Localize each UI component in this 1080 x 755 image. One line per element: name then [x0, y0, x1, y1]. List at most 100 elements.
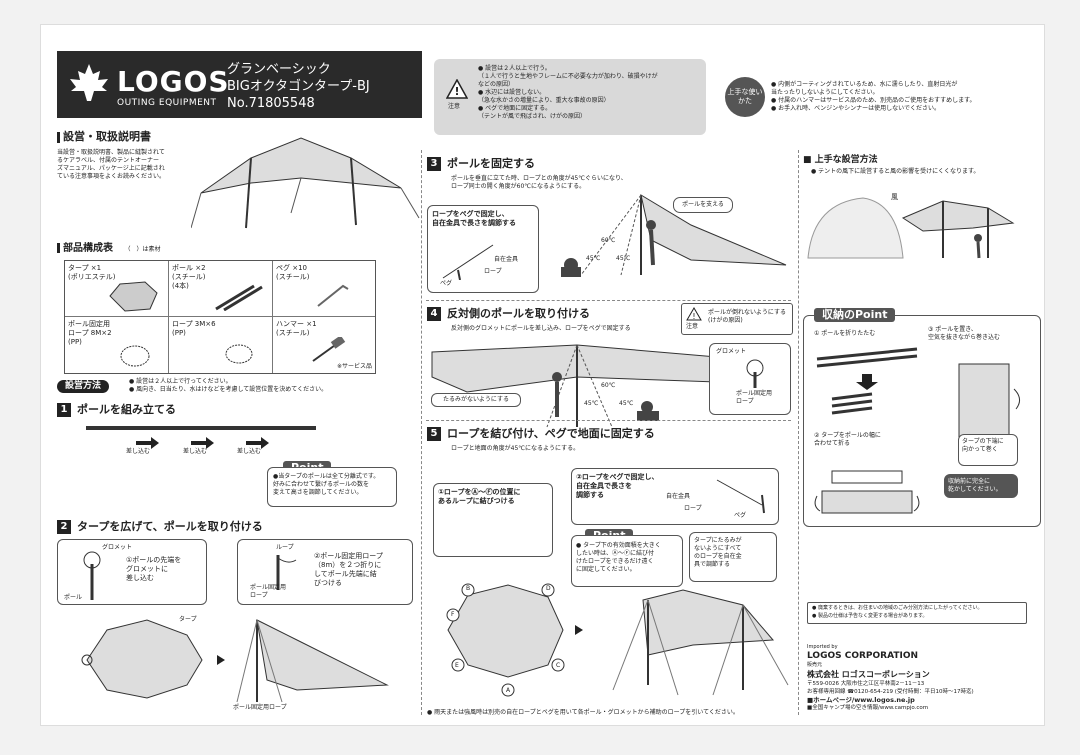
website-link[interactable]: ■ホームページ/www.logos.ne.jp — [807, 696, 915, 704]
setup-note: ● 設営は２人以上で行ってください。 — [129, 378, 232, 385]
imported-label: Imported by — [807, 644, 838, 650]
caution-line: ● 水辺には設営しない。 — [478, 89, 546, 96]
step1-point-box: ●当タープのポールは全て分離式です。 好みに合わせて繋げるポールの数を 変えて高… — [267, 467, 397, 507]
part-material: (PP) — [68, 338, 82, 346]
setup-notes: ● 設営は２人以上で行ってください。 ● 風向き、日当たり、水はけなどを考慮して… — [129, 378, 409, 394]
parts-table: タープ ×1 (ポリエステル) ポール ×2 (スチール) (4本) ペグ ×1… — [64, 260, 376, 374]
slack-label: たるみがないようにする — [431, 393, 521, 407]
corp-name-jp: 株式会社 ロゴスコーポレーション — [807, 670, 930, 679]
hammer-part-icon — [312, 337, 346, 362]
part-material: (スチール) — [276, 273, 310, 281]
rope-part-icon — [120, 345, 150, 367]
grommet-label: グロメット — [716, 348, 747, 355]
warn-text: ポールが倒れないようにする (けがの原因) — [708, 309, 786, 324]
storage-note: タープの下端に 向かって巻く — [958, 434, 1018, 466]
anchor-letter: D — [546, 585, 551, 592]
rope-label: ロープ — [484, 268, 502, 275]
intro-line: ズマニュアル、パッケージ上に記載され — [57, 165, 165, 172]
caution-label: 注意 — [448, 103, 461, 110]
step5-point-box: ● タープ下の有効面積を大きく したい時は、Ⓐ～Ⓕに結び付 けたロープをできるだ… — [571, 535, 683, 587]
part-cell: ポール固定用 ロープ 8M×2 (PP) — [65, 317, 169, 373]
desc-line: ポールを垂直に立てた時、ロープとの角度が45℃ぐらいになり、 — [451, 175, 627, 182]
pole-rope-label: ポール固定用 ロープ — [250, 584, 287, 599]
angle-label: 60℃ — [601, 382, 616, 389]
part-material: (ポリエステル) — [68, 273, 116, 281]
pole-rope-icon — [276, 555, 297, 590]
angle-label: 45℃ — [586, 255, 601, 262]
intro-line: るケアラベル、付属のテントオーナー — [57, 157, 160, 164]
step2-box1-text: ①ポールの先端を グロメットに 差し込む — [126, 556, 182, 582]
usage-tips: ● 内側がコーティングされているため、水に濡らしたり、直射日光が 当たったりしな… — [771, 81, 1036, 113]
step5-callout1-text: ①ロープをⒶ～Ⓕの位置に あるループに結びつける — [438, 488, 521, 505]
desc-line: ロープ同士の開く角度が60℃になるようにする。 — [451, 183, 586, 190]
parts-note: （ ）は素材 — [124, 246, 161, 253]
caution-text: ● 設営は２人以上で行う。 （１人で行うと生地やフレームに不必要な力が加わり、破… — [478, 65, 703, 121]
warning-triangle-icon: ! — [446, 79, 468, 99]
product-name: グランベーシック BIGオクタゴンタープ-BJ No.71805548 — [227, 61, 370, 112]
storage-box: 収納のPoint ① ポールを折りたたむ ③ ポールを置き、 空気を抜きながら巻… — [803, 308, 1041, 527]
caution-line: ● 設営は２人以上で行う。 — [478, 65, 551, 72]
tips-bubble: 上手な使いかた — [725, 77, 765, 117]
peg-rope-icon — [442, 244, 494, 280]
insert-label: 差し込む — [126, 448, 151, 455]
step3-number: 3 — [427, 157, 441, 171]
parts-title-text: 部品構成表 — [63, 243, 113, 254]
anchor-letter: C — [556, 662, 561, 669]
step5-callout1: ①ロープをⒶ～Ⓕの位置に あるループに結びつける — [433, 483, 553, 557]
part-cell: ポール ×2 (スチール) (4本) — [169, 261, 273, 317]
step4-number: 4 — [427, 307, 441, 321]
grommet-label: グロメット — [102, 544, 133, 551]
step4-illustration — [431, 344, 717, 428]
step5-callout2-text: ②ロープをペグで固定し、 自在金具で長さを 調節する — [576, 473, 659, 499]
tip-line: 当たったりしないようにしてください。 — [771, 89, 879, 96]
tip-line: ● 内側がコーティングされているため、水に濡らしたり、直射日光が — [771, 81, 958, 88]
campjo-link[interactable]: ■全国キャンプ場の空き情報/www.campjo.com — [807, 705, 929, 711]
wind-setup-illustration — [807, 197, 1015, 259]
jizai-label: 自在金具 — [494, 256, 519, 263]
step3-desc: ポールを垂直に立てた時、ロープとの角度が45℃ぐらいになり、 ロープ同士の開く角… — [451, 175, 771, 191]
part-cell: ペグ ×10 (スチール) — [273, 261, 375, 317]
angle-label: 45℃ — [616, 255, 631, 262]
service-note: ※サービス品 — [336, 363, 372, 370]
step2-box1: グロメット ①ポールの先端を グロメットに 差し込む ポール — [57, 539, 207, 605]
manual-intro: 当設営・取扱説明書、製品に縫製されて るケアラベル、付属のテントオーナー ズマニ… — [57, 149, 207, 181]
step2-title: タープを広げて、ポールを取り付ける — [77, 520, 263, 533]
seller-label: 販売元 — [807, 662, 823, 668]
step1-number: 1 — [57, 403, 71, 417]
peg-label: ペグ — [734, 512, 747, 519]
pole-rope-label: ポール固定用 ロープ — [736, 390, 773, 405]
part-material: (PP) — [172, 329, 186, 337]
step5-illustration — [446, 583, 789, 697]
insert-label: 差し込む — [237, 448, 262, 455]
point-line: 好みに合わせて繋げるポールの数を — [273, 481, 370, 488]
warning-triangle-icon: ! — [686, 307, 702, 321]
warn-label: 注意 — [686, 323, 699, 330]
pole-assembly-illustration — [86, 426, 316, 449]
svg-text:!: ! — [692, 312, 695, 321]
roll-tarp-icon — [958, 363, 1020, 440]
step2-box2-text: ②ポール固定用ロープ （8m）を２つ折りに してポール先端に結 びつける — [314, 552, 383, 587]
step5-title: ロープを結び付け、ペグで地面に固定する — [447, 427, 655, 440]
step1-heading: 1 ポールを組み立てる — [57, 403, 176, 417]
setup-note: ● 風向き、日当たり、水はけなどを考慮して設営位置を決めてください。 — [129, 386, 328, 393]
pole-support-label: ポールを支える — [673, 197, 733, 213]
part-name: ポール ×2 — [172, 264, 206, 272]
corp-name: LOGOS CORPORATION — [807, 651, 919, 661]
step3-heading: 3 ポールを固定する — [427, 157, 535, 171]
step4-warning: ! 注意 ポールが倒れないようにする (けがの原因) — [681, 303, 793, 335]
part-name: ポール固定用 ロープ 8M×2 — [68, 320, 112, 337]
point-line: ●当タープのポールは全て分離式です。 — [273, 473, 380, 480]
intro-line: 当設営・取扱説明書、製品に縫製されて — [57, 149, 165, 156]
caution-line: ● ペグで地面に固定する。 — [478, 105, 552, 112]
notice-box: ● 廃棄するときは、お住まいの地域のごみ分別方法にしたがってください。 ● 製品… — [807, 602, 1027, 624]
brand-subtitle: OUTING EQUIPMENT — [117, 98, 217, 108]
part-cell: ロープ 3M×6 (PP) — [169, 317, 273, 373]
step5-callout2: ②ロープをペグで固定し、 自在金具で長さを 調節する 自在金具 ロープ ペグ — [571, 468, 779, 525]
slack-adjust-note: タープにたるみが ないようにすべて のロープを自在金 具で調節する — [689, 532, 777, 582]
storage-step: ① ポールを折りたたむ — [814, 330, 876, 337]
angle-label: 45℃ — [619, 400, 634, 407]
instruction-sheet: LOGOS OUTING EQUIPMENT グランベーシック BIGオクタゴン… — [40, 24, 1045, 726]
product-line: BIGオクタゴンタープ-BJ — [227, 79, 370, 94]
notice-line: ● 廃棄するときは、お住まいの地域のごみ分別方法にしたがってください。 — [812, 605, 983, 611]
column-divider — [421, 150, 422, 715]
